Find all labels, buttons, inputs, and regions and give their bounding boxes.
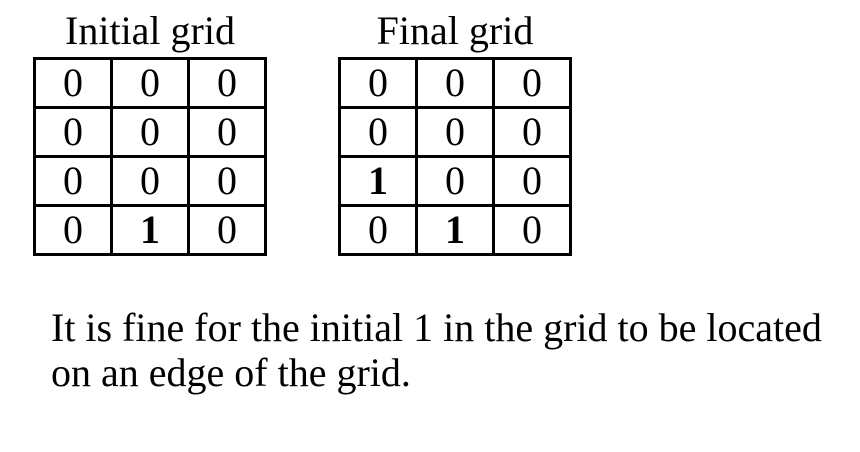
- table-row: 1 0 0: [338, 155, 572, 207]
- grid-cell: 0: [187, 57, 267, 109]
- grid-cell: 0: [338, 204, 418, 256]
- grid-cell: 0: [187, 106, 267, 158]
- grid-cell: 1: [415, 204, 495, 256]
- initial-grid-section: Initial grid 0 0 0 0 0 0 0 0 0: [33, 8, 267, 256]
- grid-cell: 0: [492, 106, 572, 158]
- grid-cell: 0: [492, 204, 572, 256]
- table-row: 0 0 0: [338, 106, 572, 158]
- table-row: 0 1 0: [33, 204, 267, 256]
- grid-cell: 0: [415, 155, 495, 207]
- grid-cell: 1: [110, 204, 190, 256]
- table-row: 0 0 0: [33, 57, 267, 109]
- final-grid-section: Final grid 0 0 0 0 0 0 1 0 0: [338, 8, 572, 256]
- grid-cell: 0: [33, 155, 113, 207]
- table-row: 0 0 0: [33, 155, 267, 207]
- note-text: It is fine for the initial 1 in the grid…: [51, 305, 822, 395]
- grid-cell: 1: [338, 155, 418, 207]
- table-row: 0 1 0: [338, 204, 572, 256]
- initial-grid-table: 0 0 0 0 0 0 0 0 0 0 1 0: [33, 57, 267, 256]
- grid-cell: 0: [187, 204, 267, 256]
- grid-cell: 0: [492, 57, 572, 109]
- grid-cell: 0: [33, 106, 113, 158]
- table-row: 0 0 0: [33, 106, 267, 158]
- grid-cell: 0: [187, 155, 267, 207]
- grid-cell: 0: [338, 57, 418, 109]
- initial-grid-title: Initial grid: [65, 8, 235, 53]
- table-row: 0 0 0: [338, 57, 572, 109]
- grid-cell: 0: [415, 57, 495, 109]
- final-grid-table: 0 0 0 0 0 0 1 0 0 0 1 0: [338, 57, 572, 256]
- grid-cell: 0: [492, 155, 572, 207]
- final-grid-title: Final grid: [376, 8, 534, 53]
- grid-cell: 0: [33, 204, 113, 256]
- grid-cell: 0: [110, 57, 190, 109]
- grid-cell: 0: [110, 106, 190, 158]
- grid-cell: 0: [338, 106, 418, 158]
- grid-cell: 0: [33, 57, 113, 109]
- grid-cell: 0: [110, 155, 190, 207]
- grid-cell: 0: [415, 106, 495, 158]
